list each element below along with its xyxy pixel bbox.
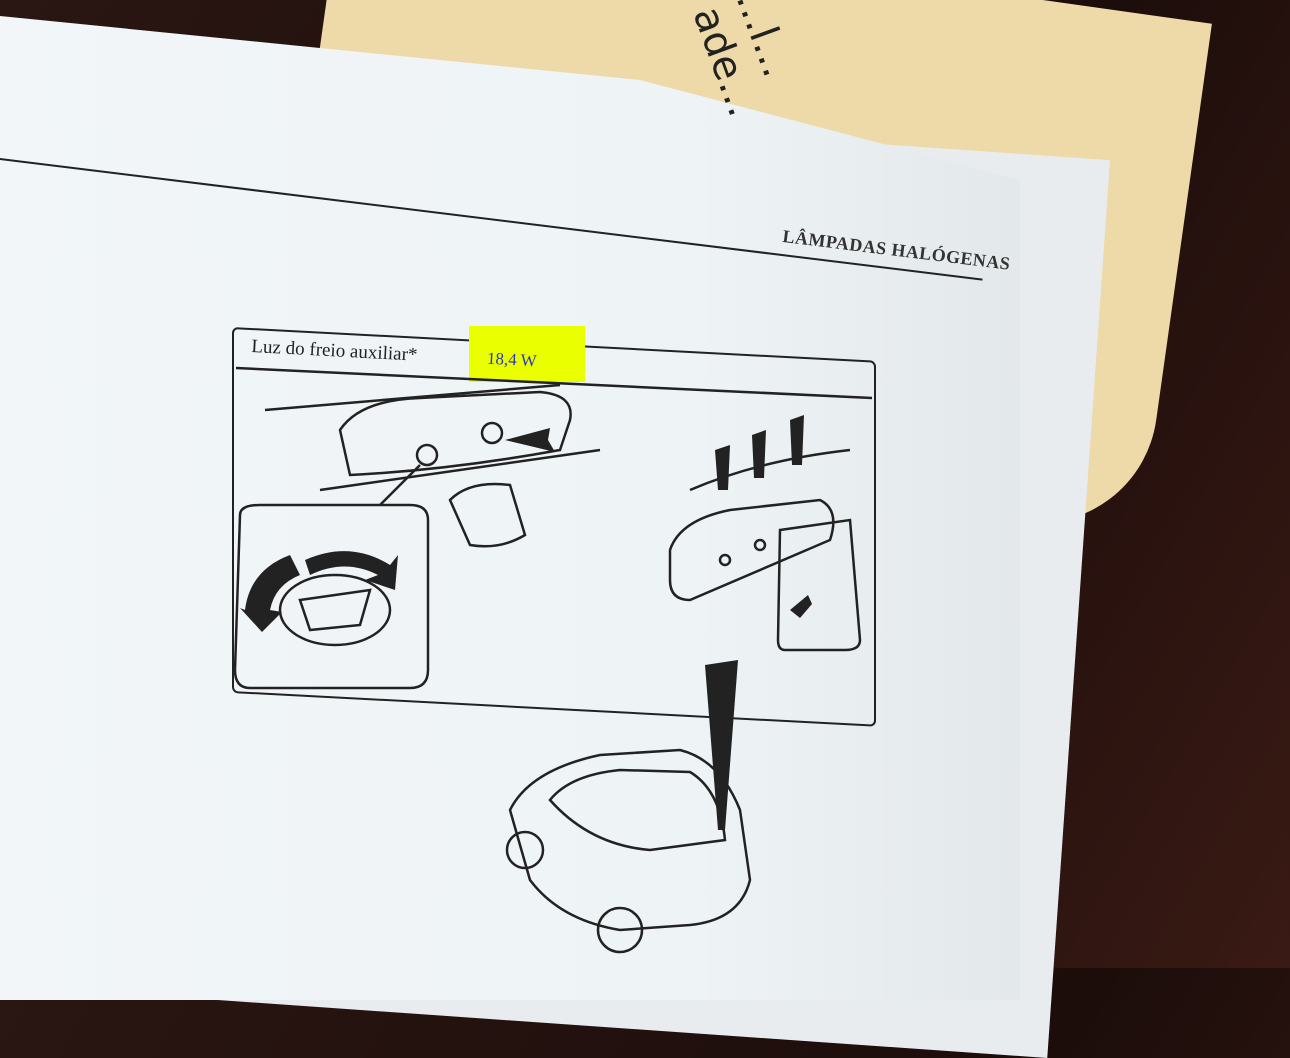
bulb-pull-arrows-icon [790, 415, 804, 465]
lamp-assembly [668, 498, 835, 602]
car-wheel [505, 830, 545, 870]
socket-right [480, 421, 504, 445]
label-divider [235, 366, 873, 400]
car-outline [508, 748, 752, 932]
rear-shelf-line [319, 448, 601, 492]
assembly-line [689, 448, 851, 492]
car-wheel [596, 906, 644, 954]
pointer-wedge [705, 660, 738, 830]
inset-pointer-line [379, 464, 421, 506]
bulb-arrow-icon [790, 595, 812, 618]
wattage-value: 18,4 W [486, 348, 538, 371]
rotate-arrow-right-icon [305, 551, 398, 590]
bulb-pull-arrows-icon [715, 445, 730, 490]
manual-page [0, 10, 1020, 1000]
socket-left [415, 443, 439, 467]
bracket [448, 482, 527, 548]
socket-detail [278, 573, 392, 647]
inset-socket-detail [233, 503, 430, 690]
bulb-pull-arrows-icon [752, 430, 766, 478]
inset-bulb-detail [776, 518, 862, 652]
car-window [548, 768, 727, 852]
arrow-icon [505, 428, 555, 452]
brake-light-illustration [233, 366, 873, 954]
lamp-housing [338, 390, 572, 477]
rear-shelf-line [264, 383, 561, 412]
highlight-marker [469, 326, 585, 382]
socket-tab [298, 588, 372, 632]
assembly-hole [718, 553, 732, 567]
assembly-hole [753, 538, 767, 552]
rotate-arrow-left-icon [240, 555, 300, 632]
